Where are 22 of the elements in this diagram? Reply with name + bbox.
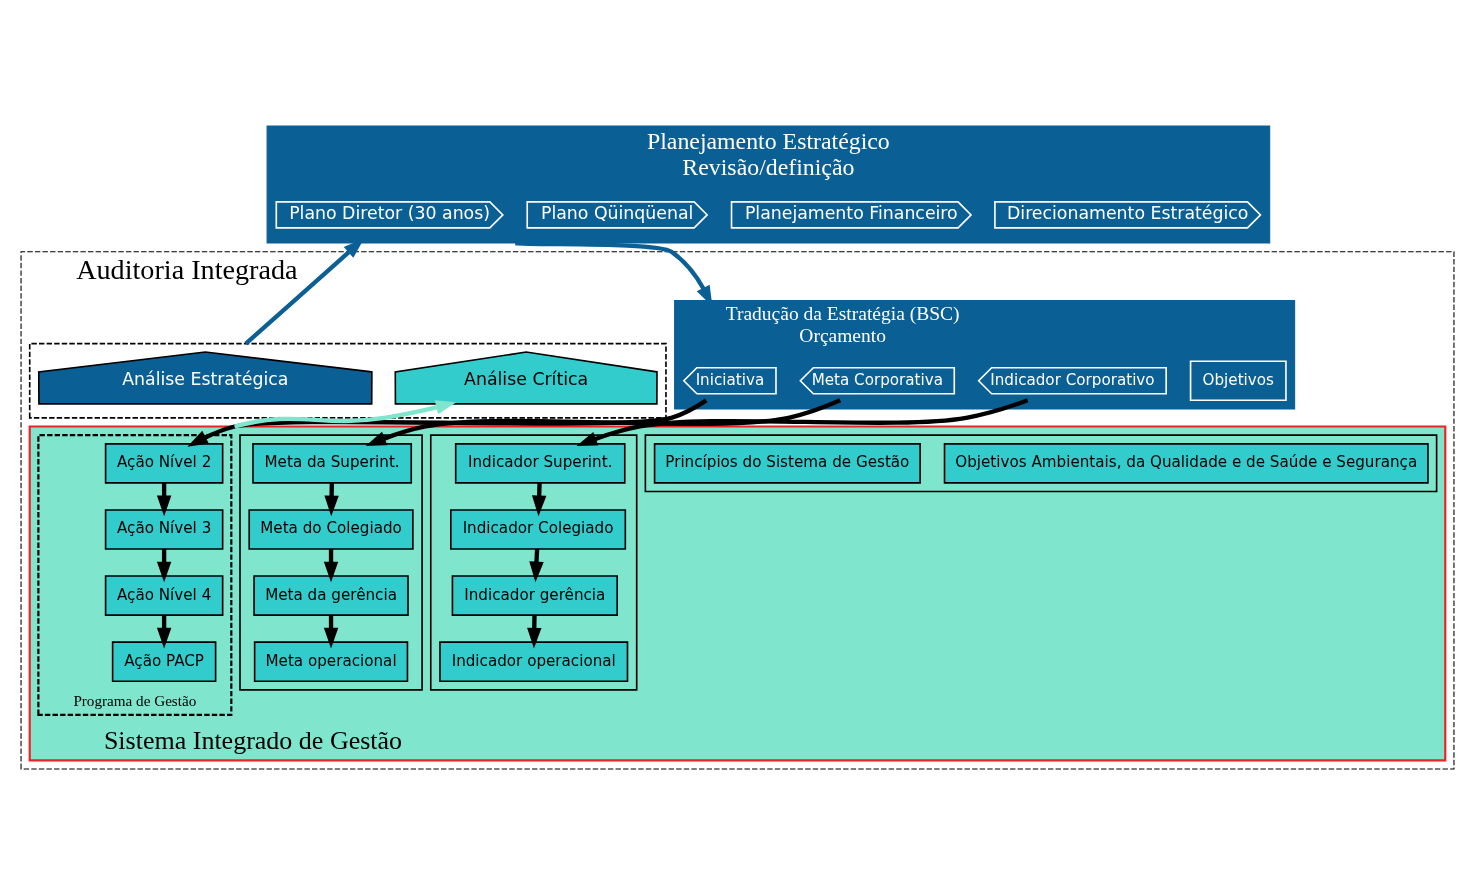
arrow	[531, 482, 547, 516]
arrow	[365, 397, 842, 446]
cluster	[644, 433, 1438, 492]
arrow	[527, 614, 542, 648]
node-box: Indicador gerência	[451, 574, 618, 616]
node-box: Ação PACP	[111, 640, 217, 682]
node-box: Indicador operacional	[439, 640, 629, 682]
cluster	[28, 342, 667, 419]
node-box: Ação Nível 2	[104, 442, 224, 484]
node-box: Meta da gerência	[253, 574, 409, 616]
node-box: Indicador Superint.	[454, 442, 626, 484]
node-box: Meta da Superint.	[252, 442, 413, 484]
node-box: Indicador Colegiado	[450, 508, 627, 550]
node-box: Ação Nível 3	[104, 508, 224, 550]
arrow	[234, 399, 457, 429]
node-box: Princípios do Sistema de Gestão	[653, 442, 921, 484]
node-box: Objetivos Ambientais, da Qualidade e de Saúde e Segurança	[943, 442, 1429, 484]
arrow	[187, 398, 708, 447]
node-box: Meta do Colegiado	[248, 508, 414, 550]
node-box: Meta operacional	[253, 640, 409, 682]
node-box: Ação Nível 4	[104, 574, 224, 616]
node-box: Objetivos	[1189, 359, 1287, 401]
